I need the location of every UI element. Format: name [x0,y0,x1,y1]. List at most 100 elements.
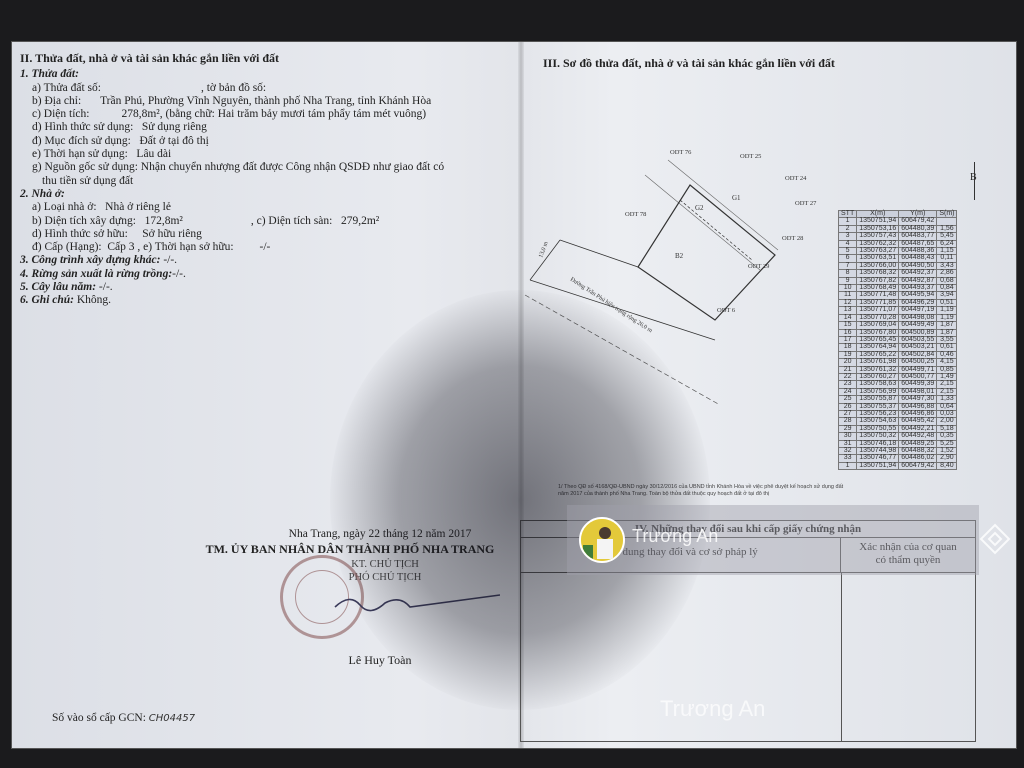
coord-cell: 3,55 [936,335,958,345]
land-info-section: II. Thửa đất, nhà ở và tài sản khác gắn … [20,51,500,308]
coord-cell: 1,87 [936,321,958,330]
coord-cell: 1,87 [936,328,958,337]
coord-cell: 27 [837,409,858,419]
coord-cell: 1350757,43 [856,232,900,241]
coord-cell: 12 [837,298,858,308]
label-b2: B2 [675,252,684,260]
coord-cell: 604497,30 [898,395,938,404]
coord-cell: 20 [837,358,858,367]
coord-cell: 30 [837,432,858,441]
coord-cell: 8,40 [936,461,958,471]
odt-25: ODT 25 [740,153,761,160]
coord-cell: 15 [837,321,858,330]
coord-cell: 24 [837,387,858,397]
coord-cell: 0,61 [936,343,958,352]
coord-cell: 0,85 [936,365,958,374]
coord-cell: 606479,42 [898,461,938,471]
origin-row: g) Nguồn gốc sử dụng: Nhận chuyển nhượng… [32,161,445,174]
watermark-name-lower: Trương An [660,696,766,721]
watermark-avatar [579,517,625,563]
s1-title: 1. Thửa đất: [20,68,79,81]
coord-cell: 21 [837,365,858,374]
s2-title: 2. Nhà ở: [20,187,65,200]
coord-cell: 2,00 [936,417,958,426]
north-arrow: B [970,172,977,183]
changes-divider [841,573,842,741]
coord-cell: 33 [837,454,858,463]
coord-cell: 5,25 [936,439,958,449]
ownership-row: d) Hình thức sở hữu: Sở hữu riêng [32,227,202,240]
length-label: 13,0 m [538,241,549,259]
coord-cell: 18 [837,343,858,352]
coord-cell: 0,84 [936,284,958,293]
coord-cell: 0,46 [936,350,958,360]
coord-cell: 604499,49 [898,321,938,330]
coord-cell: 10 [837,284,858,293]
watermark-name: Trương An [632,526,719,546]
coord-cell: 5,18 [936,424,958,434]
coord-cell: 0,68 [936,276,958,286]
coord-cell: 28 [837,417,858,426]
section-iii-heading: III. Sơ đồ thửa đất, nhà ở và tài sản kh… [543,56,835,70]
watermark-logo-icon [979,523,1011,555]
coord-cell: 25 [837,395,858,404]
s5-row: 5. Cây lâu năm: -/-. [20,281,113,294]
coord-cell: 1,19 [936,306,958,315]
s4-row: 4. Rừng sản xuất là rừng trồng:-/-. [20,267,186,280]
coord-cell: 13 [837,306,858,315]
coord-cell: 2,15 [936,380,958,389]
registration-number: Số vào sổ cấp GCN: CH04457 [52,712,196,724]
coord-cell: 1,52 [936,446,958,456]
odt-76: ODT 76 [670,149,692,156]
coord-cell: 23 [837,380,858,389]
changes-col-confirm: Xác nhận của cơ quan có thẩm quyền [841,537,975,573]
coord-cell: 7 [837,261,858,271]
coord-cell: 1,19 [936,313,958,323]
section-ii-heading: II. Thửa đất, nhà ở và tài sản khác gắn … [20,51,280,65]
odt-78: ODT 78 [625,211,646,218]
coord-cell: 3 [837,232,858,241]
label-g2: G2 [695,204,704,212]
house-area-row: b) Diện tích xây dựng: 172,8m², c) Diện … [32,214,380,227]
coord-cell: 2,90 [936,454,958,463]
odt-27: ODT 27 [795,200,817,207]
coord-cell: 14 [837,313,858,323]
use-purpose-row: đ) Mục đích sử dụng: Đất ở tại đô thị [32,134,209,147]
coord-cell: 1350751,94 [856,461,900,471]
coord-cell: 604492,48 [898,432,938,441]
odt-28: ODT 28 [782,235,803,242]
coord-cell: 29 [837,424,858,434]
odt-6: ODT 6 [717,307,736,314]
coord-cell: 1350761,98 [856,358,900,367]
odt-29: ODT 29 [748,263,769,270]
north-arrow-line [974,162,975,200]
coord-cell: 9 [837,276,858,286]
